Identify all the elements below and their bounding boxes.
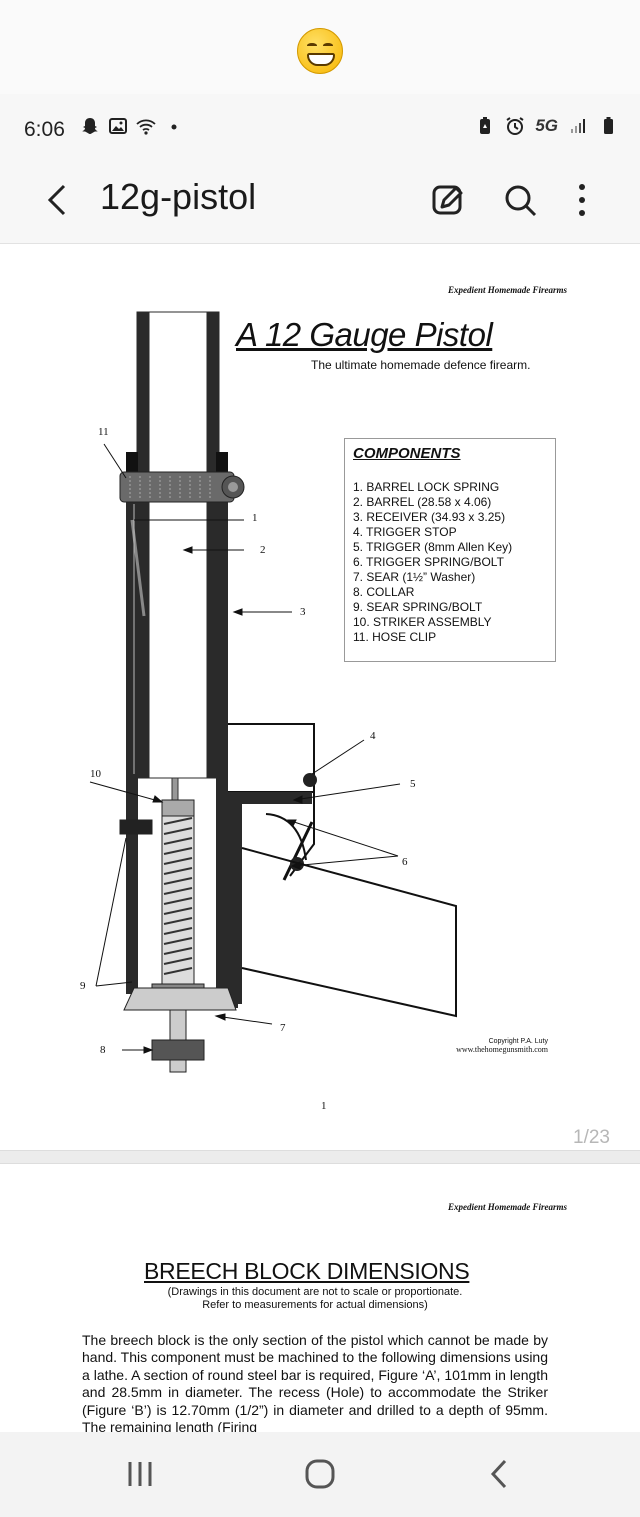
website-text: www.thehomegunsmith.com bbox=[456, 1045, 548, 1054]
battery-saver-icon bbox=[480, 117, 491, 134]
sear bbox=[119, 819, 237, 1011]
pdf-viewer[interactable]: Expedient Homemade Firearms A 12 Gauge P… bbox=[0, 244, 640, 1432]
callout-2: 2 bbox=[260, 544, 266, 556]
emoji-header bbox=[0, 0, 640, 94]
page-divider bbox=[0, 1150, 640, 1164]
component-item: 11. HOSE CLIP bbox=[353, 630, 437, 644]
pdf-page-2: Expedient Homemade Firearms BREECH BLOCK… bbox=[0, 1164, 640, 1432]
page-subtitle: The ultimate homemade defence firearm. bbox=[311, 358, 531, 372]
signal-icon bbox=[571, 119, 585, 133]
more-icon[interactable] bbox=[562, 178, 602, 222]
section-title: BREECH BLOCK DIMENSIONS bbox=[144, 1258, 470, 1284]
alarm-icon bbox=[506, 117, 524, 135]
callout-1: 1 bbox=[252, 512, 258, 524]
grinning-face-icon bbox=[297, 28, 343, 74]
scale-note-line: (Drawings in this document are not to sc… bbox=[167, 1286, 463, 1298]
snapchat-icon bbox=[82, 118, 98, 134]
edit-icon[interactable] bbox=[428, 178, 468, 222]
components-box: COMPONENTS 1. BARREL LOCK SPRING 2. BARR… bbox=[344, 438, 556, 662]
component-item: 6. TRIGGER SPRING/BOLT bbox=[353, 555, 504, 569]
network-type: 5G bbox=[535, 116, 558, 135]
component-item: 9. SEAR SPRING/BOLT bbox=[353, 600, 483, 614]
back-nav-icon[interactable] bbox=[480, 1454, 520, 1494]
callout-3: 3 bbox=[300, 606, 306, 618]
status-bar: 6:06 5G bbox=[0, 94, 640, 158]
callout-8: 8 bbox=[100, 1044, 106, 1056]
scale-note: (Drawings in this document are not to sc… bbox=[0, 1286, 630, 1312]
component-item: 3. RECEIVER (34.93 x 3.25) bbox=[353, 510, 506, 524]
system-nav-bar bbox=[0, 1432, 640, 1517]
callout-6: 6 bbox=[402, 856, 408, 868]
components-heading: COMPONENTS bbox=[353, 445, 461, 462]
component-item: 2. BARREL (28.58 x 4.06) bbox=[353, 495, 492, 509]
grip bbox=[241, 847, 457, 1018]
component-item: 7. SEAR (1½” Washer) bbox=[353, 570, 476, 584]
pdf-page-1: Expedient Homemade Firearms A 12 Gauge P… bbox=[0, 244, 640, 1150]
component-item: 1. BARREL LOCK SPRING bbox=[353, 480, 500, 494]
status-time: 6:06 bbox=[24, 118, 65, 141]
callout-4: 4 bbox=[370, 730, 376, 742]
callout-10: 10 bbox=[90, 768, 101, 780]
battery-icon bbox=[604, 117, 613, 134]
striker-assembly bbox=[151, 777, 205, 1073]
page-title: A 12 Gauge Pistol bbox=[236, 316, 493, 353]
callout-7: 7 bbox=[280, 1022, 286, 1034]
pistol-diagram bbox=[89, 311, 457, 1073]
document-title: 12g-pistol bbox=[100, 176, 257, 217]
page-number: 1 bbox=[321, 1100, 327, 1112]
component-item: 4. TRIGGER STOP bbox=[353, 525, 457, 539]
page-header: Expedient Homemade Firearms bbox=[448, 1202, 567, 1212]
gallery-icon bbox=[109, 118, 127, 134]
hose-clip bbox=[119, 471, 245, 503]
wifi-icon bbox=[136, 119, 156, 135]
recents-icon[interactable] bbox=[120, 1454, 160, 1494]
page-indicator: 1/23 bbox=[573, 1127, 610, 1148]
receiver-tube bbox=[126, 454, 228, 994]
scale-note-line: Refer to measurements for actual dimensi… bbox=[202, 1299, 428, 1311]
callout-5: 5 bbox=[410, 778, 416, 790]
component-item: 10. STRIKER ASSEMBLY bbox=[353, 615, 492, 629]
callout-11: 11 bbox=[98, 426, 109, 438]
leader-lines bbox=[89, 443, 401, 1054]
component-item: 5. TRIGGER (8mm Allen Key) bbox=[353, 540, 513, 554]
barrel bbox=[136, 311, 220, 779]
callout-9: 9 bbox=[80, 980, 86, 992]
page-header: Expedient Homemade Firearms bbox=[448, 285, 567, 295]
app-toolbar: 12g-pistol bbox=[0, 158, 640, 244]
home-icon[interactable] bbox=[300, 1454, 340, 1494]
search-icon[interactable] bbox=[500, 178, 540, 222]
body-paragraph: The breech block is the only section of … bbox=[82, 1332, 548, 1432]
component-item: 8. COLLAR bbox=[353, 585, 415, 599]
copyright-block: Copyright P.A. Luty www.thehomegunsmith.… bbox=[430, 1038, 548, 1054]
back-icon[interactable] bbox=[38, 178, 78, 222]
copyright-text: Copyright P.A. Luty bbox=[488, 1038, 548, 1045]
components-list: 1. BARREL LOCK SPRING 2. BARREL (28.58 x… bbox=[353, 480, 547, 645]
dot-icon bbox=[171, 124, 177, 130]
